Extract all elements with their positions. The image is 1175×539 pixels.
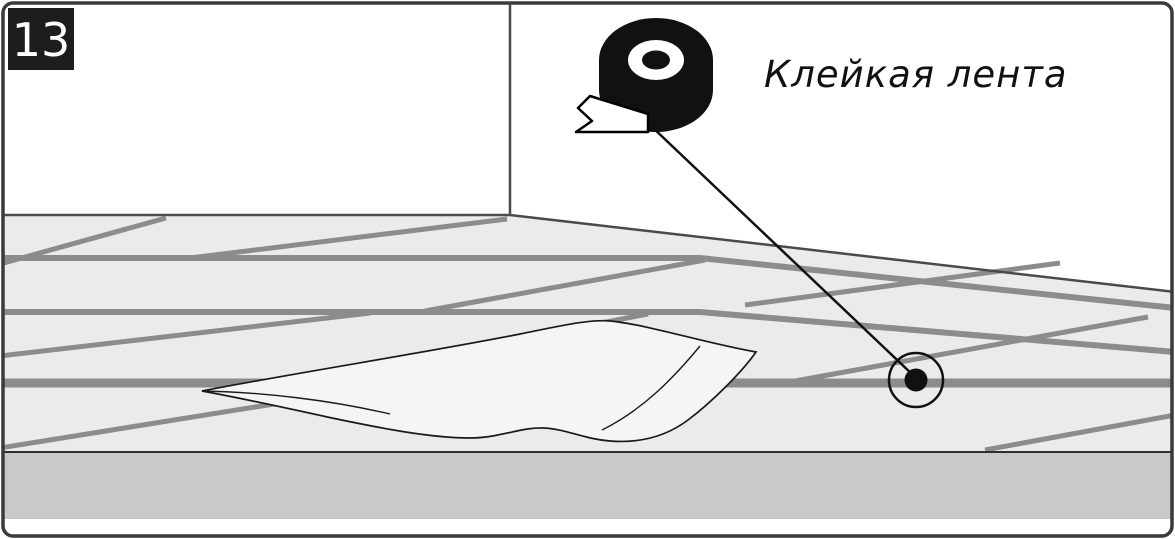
callout-target-dot [904, 368, 928, 392]
tape-roll-hole-center [642, 50, 670, 70]
curled-underlayment-sheet [201, 319, 758, 443]
wall-corner-lines [3, 3, 1172, 294]
callout-leader-line [649, 124, 915, 377]
tape-roll-icon [574, 18, 713, 134]
seam-row-upper [3, 255, 1172, 311]
callout [649, 124, 945, 409]
callout-label: Клейкая лента [764, 53, 1068, 96]
sheet-fold-line [601, 345, 701, 431]
wall-floor-edge-right [509, 213, 1172, 294]
sheet-shape [201, 319, 758, 443]
step-number-badge-bg [8, 8, 74, 70]
floor-front-edge [3, 452, 1172, 519]
tape-peeled-tail [574, 94, 650, 134]
sheet-edge-line [201, 390, 391, 415]
step-number-badge: 13 [8, 8, 74, 70]
callout-target-circle [887, 351, 945, 409]
step-number: 13 [12, 13, 71, 67]
